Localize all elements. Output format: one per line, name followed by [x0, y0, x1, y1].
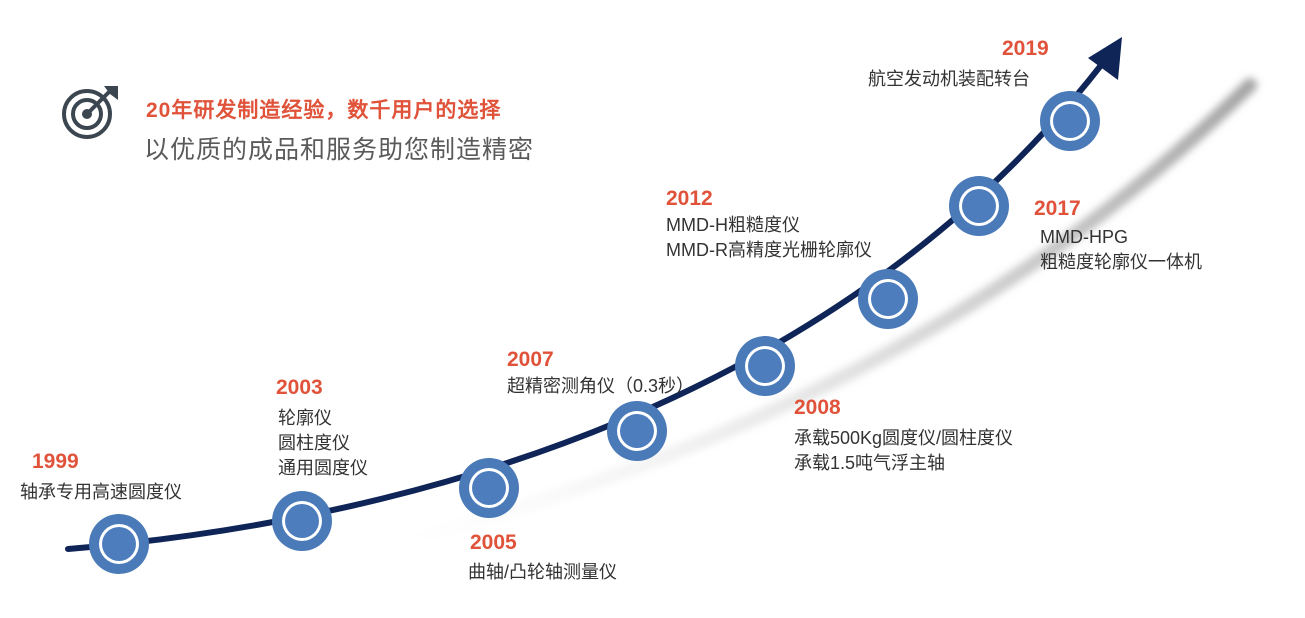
milestone-year: 2017 [1034, 197, 1081, 220]
milestone-desc: 超精密测角仪（0.3秒） [507, 376, 695, 396]
milestone-desc: 轮廓仪 [278, 408, 332, 428]
milestone-desc: 承载500Kg圆度仪/圆柱度仪 [794, 428, 1014, 448]
milestone-desc: 曲轴/凸轮轴测量仪 [468, 562, 618, 582]
timeline-node-2003 [272, 491, 332, 551]
milestone-year: 2008 [794, 396, 841, 419]
timeline-node-2007 [607, 401, 667, 461]
timeline-node-2019 [1040, 91, 1100, 151]
arrow-head-icon [1088, 37, 1122, 80]
milestone-2017: 2017 MMD-HPG 粗糙度轮廓仪一体机 [1034, 196, 1202, 275]
milestone-desc: 承载1.5吨气浮主轴 [794, 453, 946, 473]
milestone-year: 2003 [276, 376, 323, 399]
milestone-2008: 2008 承载500Kg圆度仪/圆柱度仪 承载1.5吨气浮主轴 [794, 395, 1013, 476]
timeline-node-1999 [89, 514, 149, 574]
milestone-2019: 2019 航空发动机装配转台 [868, 36, 1049, 92]
milestone-desc: 通用圆度仪 [278, 458, 368, 478]
milestone-2003: 2003 轮廓仪 圆柱度仪 通用圆度仪 [276, 375, 368, 481]
milestone-2005: 2005 曲轴/凸轮轴测量仪 [468, 530, 617, 585]
milestone-1999: 1999 轴承专用高速圆度仪 [20, 449, 182, 505]
timeline-node-2005 [459, 458, 519, 518]
milestone-desc: 粗糙度轮廓仪一体机 [1040, 252, 1202, 272]
timeline-node-2012 [858, 269, 918, 329]
milestone-desc: MMD-H粗糙度仪 [666, 215, 800, 235]
target-icon [62, 86, 118, 139]
milestone-desc: MMD-HPG [1040, 227, 1128, 247]
milestone-year: 2012 [666, 187, 713, 210]
milestone-2007: 2007 超精密测角仪（0.3秒） [507, 347, 694, 399]
milestone-desc: 轴承专用高速圆度仪 [20, 482, 182, 502]
milestone-year: 1999 [32, 450, 79, 473]
subline: 以优质的成品和服务助您制造精密 [144, 136, 535, 164]
milestone-desc: 圆柱度仪 [278, 433, 350, 453]
milestone-year: 2005 [470, 531, 517, 554]
milestone-2012: 2012 MMD-H粗糙度仪 MMD-R高精度光栅轮廓仪 [666, 186, 872, 263]
timeline-node-2008 [735, 336, 795, 396]
milestone-desc: 航空发动机装配转台 [868, 69, 1030, 89]
tagline: 20年研发制造经验，数千用户的选择 [146, 99, 502, 122]
milestone-year: 2019 [1002, 37, 1049, 60]
milestone-year: 2007 [507, 348, 554, 371]
timeline-node-2017 [949, 176, 1009, 236]
milestone-desc: MMD-R高精度光栅轮廓仪 [666, 240, 872, 260]
